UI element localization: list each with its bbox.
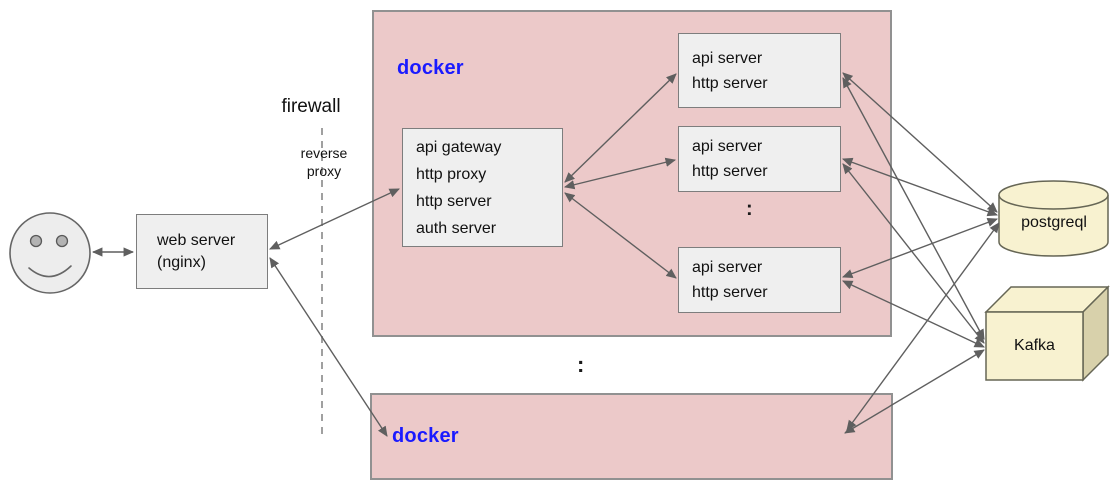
api-gateway-node: api gateway http proxy http server auth … (402, 128, 563, 247)
docker-container-bottom (370, 393, 893, 480)
docker-ellipsis: : (577, 352, 585, 377)
postgres-label: postgreql (1021, 214, 1087, 231)
api-server-2-node: api server http server (678, 126, 841, 192)
api-server-2-label-line1: api server (692, 138, 763, 155)
reverse-proxy-label-line1: reverse (300, 145, 348, 161)
api-server-2-label-line2: http server (692, 163, 768, 180)
api-gateway-label-line4: auth server (416, 219, 497, 237)
api-server-3-node: api server http server (678, 247, 841, 313)
kafka-label: Kafka (1014, 337, 1055, 354)
api-server-1-label-line2: http server (692, 74, 768, 92)
kafka-cube-icon (984, 285, 1110, 382)
reverse-proxy-label-line2: proxy (306, 163, 342, 179)
api-gateway-label-line1: api gateway (416, 138, 502, 156)
reverse-proxy-label: reverse proxy (284, 144, 364, 180)
firewall-label: firewall (281, 96, 341, 117)
api-server-1-node: api server http server (678, 33, 841, 108)
docker-top-label: docker (397, 57, 464, 79)
web-server-label-line2: (nginx) (157, 253, 206, 271)
api-server-3-label-line1: api server (692, 259, 763, 276)
api-server-3-label-line2: http server (692, 284, 768, 301)
api-gateway-label-line3: http server (416, 192, 492, 210)
web-server-node: web server (nginx) (136, 214, 268, 289)
docker-bottom-label: docker (392, 425, 459, 447)
api-gateway-label-line2: http proxy (416, 165, 487, 183)
api-servers-ellipsis: : (746, 198, 753, 220)
api-server-1-label-line1: api server (692, 49, 763, 67)
web-server-label-line1: web server (157, 231, 236, 249)
user-smiley-icon (9, 212, 91, 294)
